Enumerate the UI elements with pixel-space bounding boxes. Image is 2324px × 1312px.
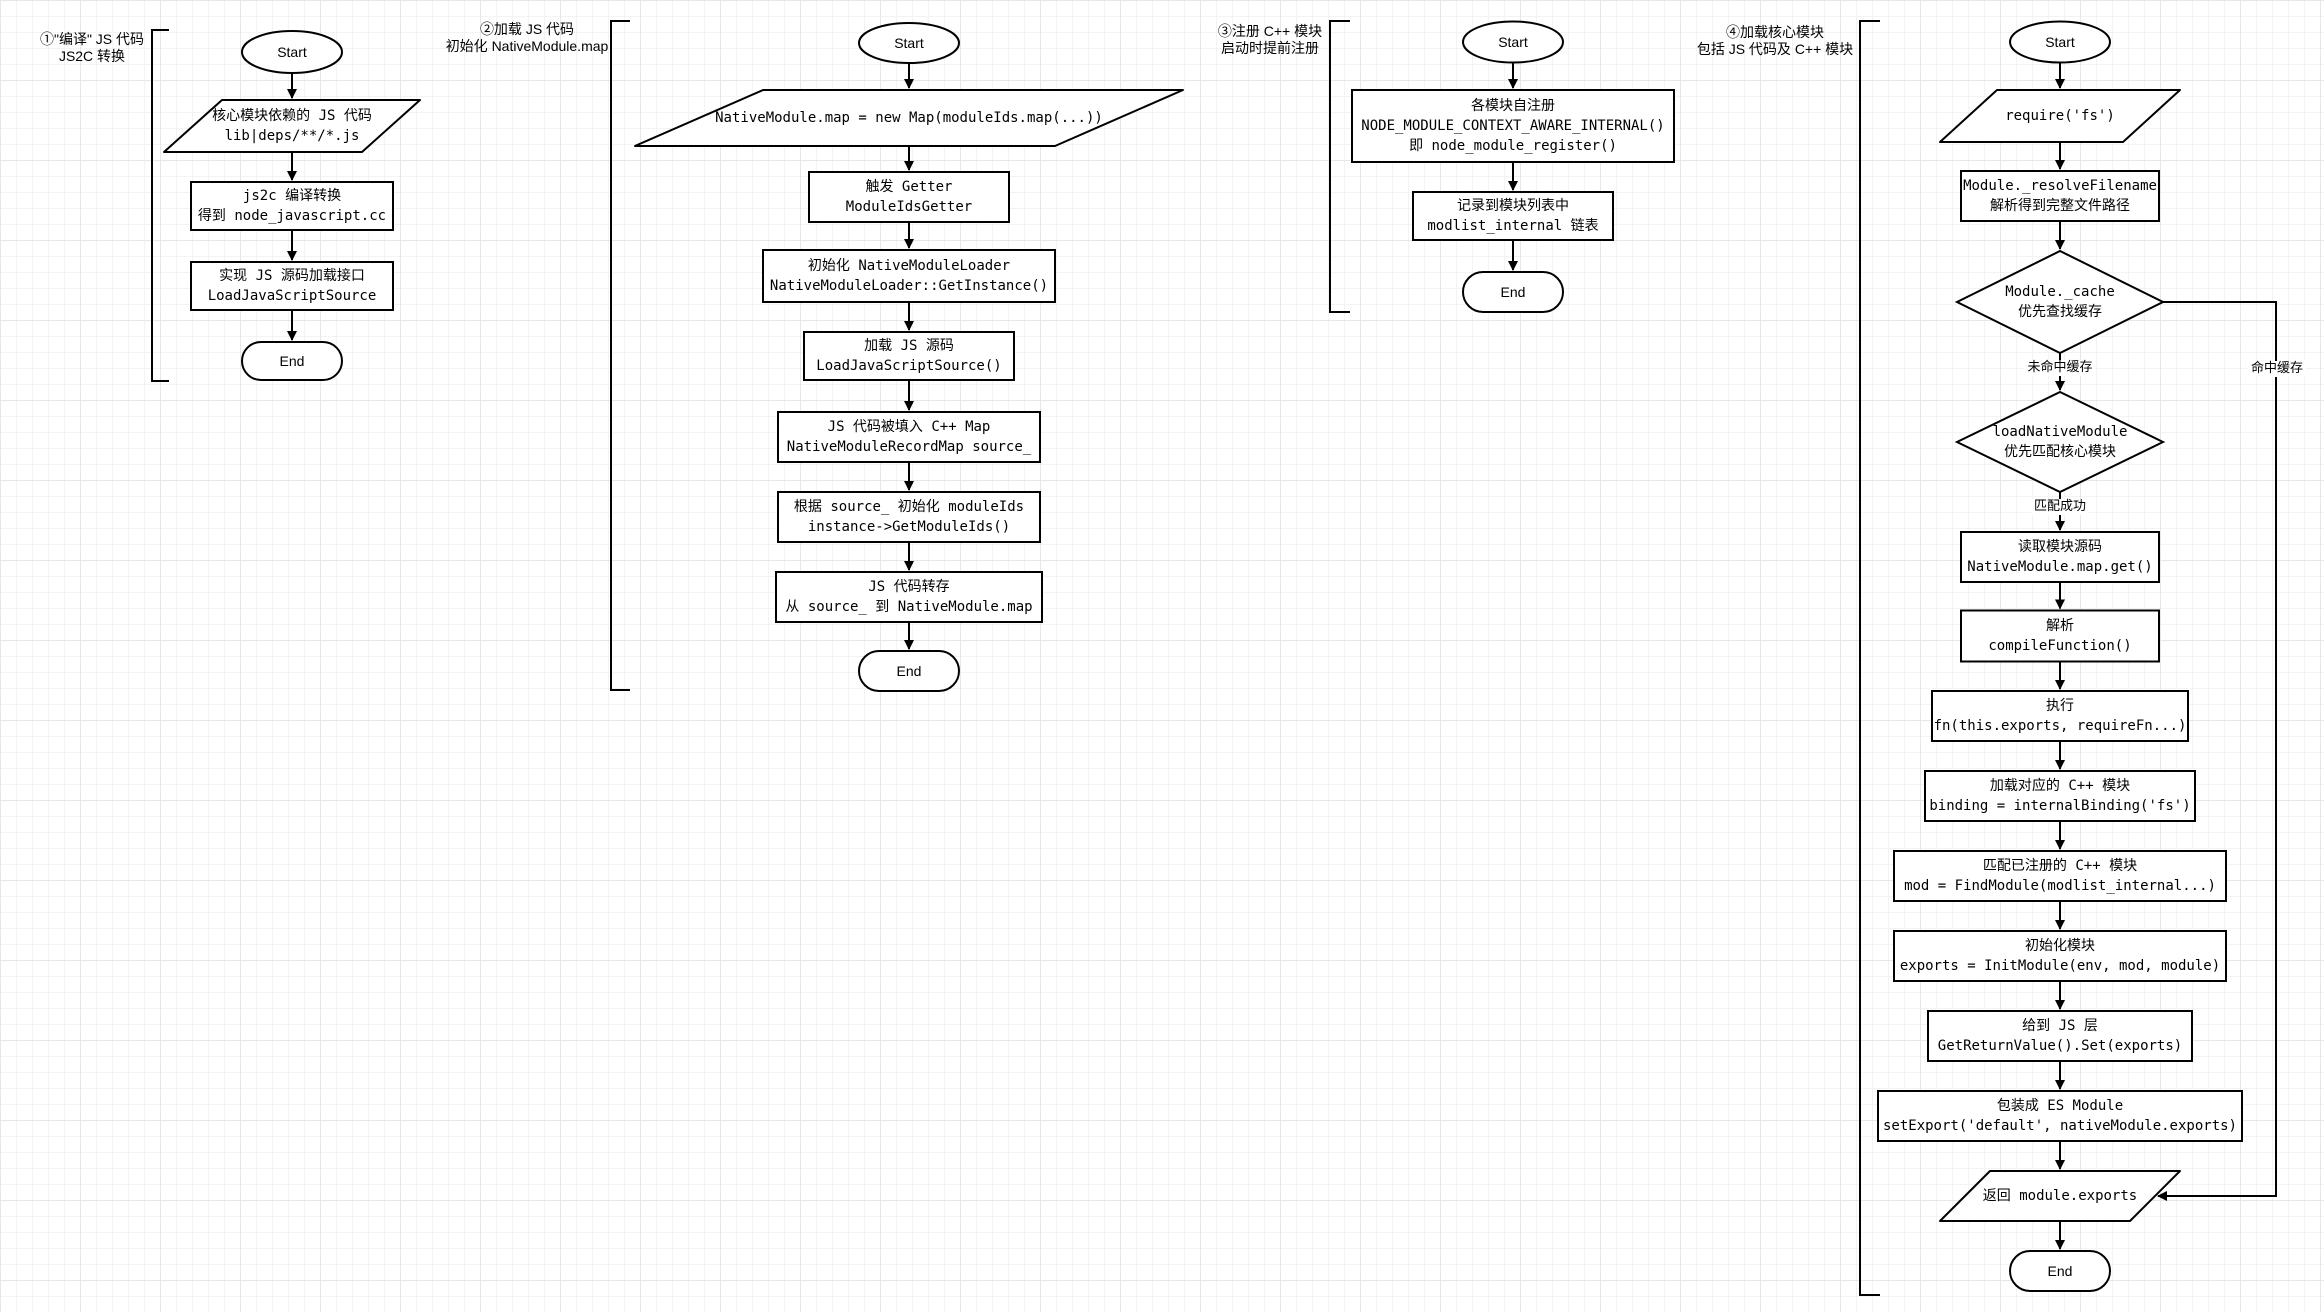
f4-resolve-process-shape xyxy=(1960,170,2160,222)
f2-end-terminator-shape xyxy=(858,650,960,692)
f4-compile-process-shape xyxy=(1960,609,2160,663)
flow3-title-line-2: 启动时提前注册 xyxy=(1221,40,1319,56)
f2-fill-process-shape xyxy=(777,411,1041,463)
f3-start-terminator-shape xyxy=(1462,20,1564,64)
f2-load-process-shape xyxy=(803,331,1015,381)
f4-returnjs-process-shape xyxy=(1927,1010,2193,1062)
f3-end-terminator-shape xyxy=(1462,271,1564,313)
edge-label-cache-hit: 命中缓存 xyxy=(2247,361,2307,377)
f2-getter-process-shape xyxy=(808,171,1010,223)
f4-require-io-shape xyxy=(1939,89,2181,143)
f4-binding-process-shape xyxy=(1924,770,2196,822)
f3-reg-process-shape xyxy=(1351,89,1675,163)
edge-cache-hit-return xyxy=(2157,301,2277,1201)
flow1-title-line-1: ①"编译" JS 代码 xyxy=(39,31,145,47)
flow1-bracket xyxy=(151,29,169,382)
f4-loadnative-decision-shape xyxy=(1954,390,2166,494)
f4-retexports-io-shape xyxy=(1939,1170,2181,1222)
f2-io-io-shape xyxy=(634,89,1184,147)
f4-end-terminator-shape xyxy=(2009,1250,2111,1292)
flow2-title: ②加载 JS 代码初始化 NativeModule.map xyxy=(446,21,609,55)
f4-exec-process-shape xyxy=(1931,690,2189,742)
flow3-title: ③注册 C++ 模块启动时提前注册 xyxy=(1218,23,1322,57)
flow4-bracket xyxy=(1859,20,1880,1296)
f2-dump-process-shape xyxy=(775,571,1043,623)
edge-label-match-ok: 匹配成功 xyxy=(2030,499,2090,515)
edge-label-cache-miss: 未命中缓存 xyxy=(2024,360,2096,376)
f4-initmod-process-shape xyxy=(1893,930,2227,982)
flow1-title-line-2: JS2C 转换 xyxy=(58,48,126,64)
f4-cache-decision-shape xyxy=(1954,249,2166,355)
f1-js2c-process-shape xyxy=(190,181,394,231)
f3-list-process-shape xyxy=(1412,191,1614,241)
f4-readsrc-process-shape xyxy=(1960,531,2160,583)
flow4-title-line-1: ④加载核心模块 xyxy=(1725,24,1824,40)
flow4-title-line-2: 包括 JS 代码及 C++ 模块 xyxy=(1696,41,1854,57)
f2-start-terminator-shape xyxy=(858,22,960,64)
f2-init-process-shape xyxy=(762,249,1056,303)
flow2-bracket xyxy=(610,20,630,691)
f4-esm-process-shape xyxy=(1877,1090,2243,1142)
flow3-bracket xyxy=(1329,20,1350,313)
flow2-title-line-1: ②加载 JS 代码 xyxy=(479,21,575,37)
f1-end-terminator-shape xyxy=(241,341,343,381)
flow3-title-line-1: ③注册 C++ 模块 xyxy=(1217,23,1323,39)
flow4-title: ④加载核心模块包括 JS 代码及 C++ 模块 xyxy=(1697,24,1853,58)
f1-io-io-shape xyxy=(163,99,421,153)
flow2-title-line-2: 初始化 NativeModule.map xyxy=(445,38,609,54)
f2-ids-process-shape xyxy=(777,491,1041,543)
f4-findmod-process-shape xyxy=(1893,850,2227,902)
f4-start-terminator-shape xyxy=(2009,20,2111,64)
f1-start-terminator-shape xyxy=(241,30,343,74)
f1-impl-process-shape xyxy=(190,261,394,311)
